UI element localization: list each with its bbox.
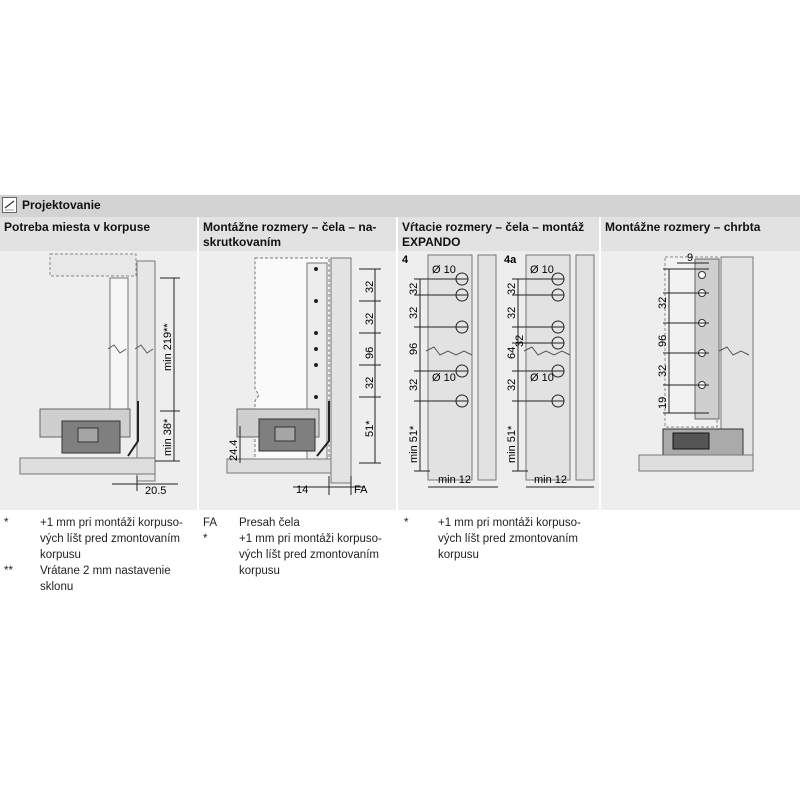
variant-4a: 4a xyxy=(504,254,517,266)
dim-4: 19 xyxy=(657,397,669,409)
dim-4: 32 xyxy=(514,335,526,347)
dim-bottom: min 12 xyxy=(534,474,567,486)
column-header-1: Potreba miesta v korpuse xyxy=(0,217,197,251)
dim-width: 20.5 xyxy=(145,485,166,497)
note-item: * +1 mm pri montáži korpuso- vých líšt p… xyxy=(404,515,598,563)
note-item: * +1 mm pri montáži korpuso- vých líšt p… xyxy=(4,515,194,563)
note-mark: * xyxy=(203,533,208,545)
column-header-2: Montážne rozmery – čela – na- skrutkovan… xyxy=(199,217,396,251)
dim-left: 24.4 xyxy=(228,440,240,461)
dim-3: 64 xyxy=(506,347,518,359)
column-title-line2: EXPANDO xyxy=(402,235,461,249)
dim-4: 32 xyxy=(408,379,420,391)
diagram-panel-4: 9 32 96 32 19 xyxy=(601,251,800,510)
space-diagram: min 219** min 38* 20.5 xyxy=(19,253,180,497)
note-line: Presah čela xyxy=(239,517,300,529)
column-header-3: Vŕtacie rozmery – čela – montáž EXPANDO xyxy=(398,217,599,251)
hole-diameter-2: Ø 10 xyxy=(432,372,456,384)
note-item: * +1 mm pri montáži korpuso- vých líšt p… xyxy=(203,531,393,579)
note-line: vých líšt pred zmontovaním xyxy=(40,533,180,545)
note-line: +1 mm pri montáži korpuso- xyxy=(239,533,382,545)
notes-column-1: * +1 mm pri montáži korpuso- vých líšt p… xyxy=(4,515,194,595)
note-mark: * xyxy=(404,517,409,529)
hole-diameter-2: Ø 10 xyxy=(530,372,554,384)
note-line: +1 mm pri montáži korpuso- xyxy=(438,517,581,529)
dim-height: min 219** xyxy=(162,323,174,371)
dim-1: 32 xyxy=(657,297,669,309)
column-title: Montážne rozmery – chrbta xyxy=(605,220,761,234)
column-title: Potreba miesta v korpuse xyxy=(4,220,151,234)
section-header: Projektovanie xyxy=(0,195,800,217)
note-mark: FA xyxy=(203,517,218,529)
diagram-panel-2: 32 32 96 32 51* 24.4 14 FA xyxy=(199,251,396,510)
diagram-panel-1: min 219** min 38* 20.5 xyxy=(0,251,197,510)
dim-5: min 51* xyxy=(408,425,420,463)
dim-1: 32 xyxy=(408,283,420,295)
column-header-4: Montážne rozmery – chrbta xyxy=(601,217,800,251)
note-item: FA Presah čela xyxy=(203,515,393,531)
note-line: sklonu xyxy=(40,581,74,593)
dim-5: 51* xyxy=(364,420,376,437)
front-mounting-diagram: 32 32 96 32 51* 24.4 14 FA xyxy=(226,257,381,496)
dim-3: 96 xyxy=(364,347,376,359)
note-line: vých líšt pred zmontovaním xyxy=(239,549,379,561)
dim-lower: min 38* xyxy=(162,418,174,456)
drilling-diagram: 4 Ø 10 Ø 10 32 32 96 32 min 51* min 12 4… xyxy=(402,254,595,488)
dim-2: 32 xyxy=(408,307,420,319)
hole-diameter-1: Ø 10 xyxy=(432,264,456,276)
dim-bottom: min 12 xyxy=(438,474,471,486)
note-mark: ** xyxy=(4,565,13,577)
dim-2: 32 xyxy=(506,307,518,319)
dim-6: min 51* xyxy=(506,425,518,463)
dim-4: 32 xyxy=(364,377,376,389)
dim-2: 32 xyxy=(364,313,376,325)
dim-bottom: 14 xyxy=(296,484,308,496)
column-title-line1: Montážne rozmery – čela – na- xyxy=(203,220,377,234)
dim-3: 32 xyxy=(657,365,669,377)
dim-top: 9 xyxy=(687,252,693,264)
column-title-line1: Vŕtacie rozmery – čela – montáž xyxy=(402,220,585,234)
dim-2: 96 xyxy=(657,335,669,347)
note-line: korpusu xyxy=(438,549,479,561)
note-line: korpusu xyxy=(239,565,280,577)
notes-column-2: FA Presah čela * +1 mm pri montáži korpu… xyxy=(203,515,393,579)
drawing-icon xyxy=(2,197,17,213)
note-line: korpusu xyxy=(40,549,81,561)
note-line: +1 mm pri montáži korpuso- xyxy=(40,517,183,529)
back-mounting-diagram: 9 32 96 32 19 xyxy=(638,252,754,472)
dim-fa: FA xyxy=(354,484,368,496)
note-line: Vrátane 2 mm nastavenie xyxy=(40,565,171,577)
dim-1: 32 xyxy=(506,283,518,295)
variant-4: 4 xyxy=(402,254,409,266)
dim-3: 96 xyxy=(408,343,420,355)
note-item: ** Vrátane 2 mm nastavenie sklonu xyxy=(4,563,194,595)
column-title-line2: skrutkovaním xyxy=(203,235,282,249)
diagram-panel-3: 4 Ø 10 Ø 10 32 32 96 32 min 51* min 12 4… xyxy=(398,251,599,510)
hole-diameter-1: Ø 10 xyxy=(530,264,554,276)
section-title: Projektovanie xyxy=(22,198,101,212)
dim-5: 32 xyxy=(506,379,518,391)
note-line: vých líšt pred zmontovaním xyxy=(438,533,578,545)
note-mark: * xyxy=(4,517,9,529)
dim-1: 32 xyxy=(364,281,376,293)
notes-column-3: * +1 mm pri montáži korpuso- vých líšt p… xyxy=(404,515,598,563)
